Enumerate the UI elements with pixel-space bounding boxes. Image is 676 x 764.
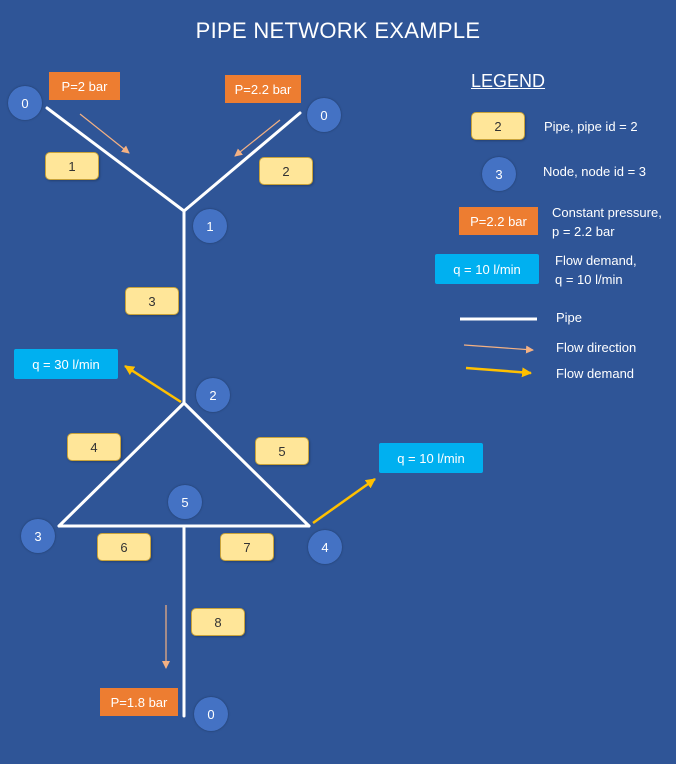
legend-pipe-line-text: Pipe: [556, 310, 583, 325]
pipe-4-line: [57, 401, 186, 528]
legend-pressure-text-1: Constant pressure,: [552, 205, 662, 220]
pipe-5-line: [182, 401, 311, 528]
node-1: 1: [193, 209, 227, 243]
node-0-top-right: 0: [307, 98, 341, 132]
pressure-box-top-left: P=2 bar: [49, 72, 120, 100]
pipe-label-7: 7: [220, 533, 274, 561]
diagram-title: PIPE NETWORK EXAMPLE: [195, 18, 481, 43]
pipe-label-3: 3: [125, 287, 179, 315]
demand-box-right: q = 10 l/min: [379, 443, 483, 473]
legend-pipe-id-sample: 2: [471, 112, 525, 140]
flow-direction-arrow-pipe-1: [79, 113, 130, 154]
legend-demand-sample: q = 10 l/min: [435, 254, 539, 284]
node-3: 3: [21, 519, 55, 553]
legend-demand-text-2: q = 10 l/min: [555, 272, 623, 287]
legend-flow-direction-text: Flow direction: [556, 340, 637, 355]
legend-flow-demand-text: Flow demand: [556, 366, 635, 381]
legend-flow-direction-sample: [463, 344, 534, 354]
pipe-label-6: 6: [97, 533, 151, 561]
flow-demand-arrow-node-4: [312, 477, 376, 525]
legend-pipe-id-text: Pipe, pipe id = 2: [544, 119, 638, 134]
pipe-2-line: [182, 111, 302, 213]
legend-pressure-sample: P=2.2 bar: [459, 207, 538, 235]
legend-flow-demand-sample: [465, 366, 532, 378]
pipe-1-line: [45, 106, 186, 213]
flow-direction-arrow-pipe-2: [234, 119, 281, 157]
pipe-label-5: 5: [255, 437, 309, 465]
pipe-label-2: 2: [259, 157, 313, 185]
pipe-label-1: 1: [45, 152, 99, 180]
pressure-box-bottom: P=1.8 bar: [100, 688, 178, 716]
legend-demand-text-1: Flow demand,: [555, 253, 637, 268]
legend-node-id-sample: 3: [482, 157, 516, 191]
pipe-label-8: 8: [191, 608, 245, 636]
flow-demand-arrow-node-2: [124, 364, 182, 404]
node-4: 4: [308, 530, 342, 564]
node-0-bottom: 0: [194, 697, 228, 731]
node-0-top-left: 0: [8, 86, 42, 120]
node-2: 2: [196, 378, 230, 412]
legend-title: LEGEND: [471, 71, 546, 91]
legend-pressure-text-2: p = 2.2 bar: [552, 224, 615, 239]
legend-node-id-text: Node, node id = 3: [543, 164, 646, 179]
demand-box-left: q = 30 l/min: [14, 349, 118, 379]
pipe-label-4: 4: [67, 433, 121, 461]
node-5: 5: [168, 485, 202, 519]
pressure-box-top-right: P=2.2 bar: [225, 75, 301, 103]
